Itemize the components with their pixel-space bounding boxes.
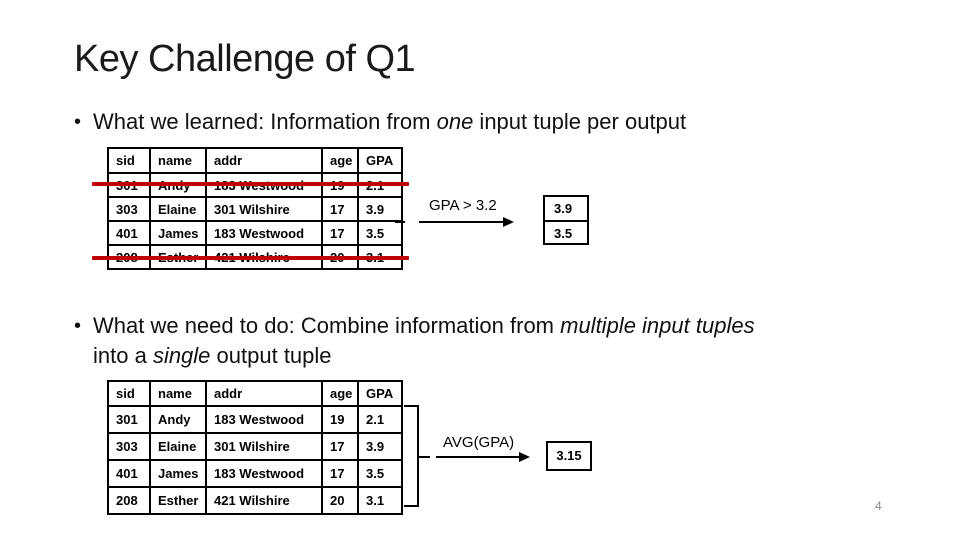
table-cell: Elaine [149, 432, 207, 461]
bullet-text-italic: single [152, 343, 211, 368]
table-cell: 303 [107, 196, 151, 222]
bullet-text-segment: What we need to do: Combine information … [93, 313, 561, 338]
bullet-text-segment: into a [93, 343, 153, 368]
table-cell: Andy [149, 405, 207, 434]
bullet-text-segment: input tuple per output [473, 109, 687, 134]
bullet-line-1: What we need to do: Combine information … [93, 311, 944, 341]
selection-condition-label: GPA > 3.2 [429, 197, 497, 214]
table-cell: 19 [321, 405, 359, 434]
aggregation-result-box: 3.15 [546, 441, 592, 471]
bullet-text-italic: one [436, 109, 474, 134]
table-cell: 3.5 [357, 459, 403, 488]
table-cell: 401 [107, 459, 151, 488]
table-cell: 17 [321, 459, 359, 488]
table-cell: 3.1 [357, 486, 403, 515]
table-cell: 20 [321, 486, 359, 515]
column-header: sid [107, 147, 151, 174]
table-cell: 301 Wilshire [205, 432, 323, 461]
column-header: age [321, 380, 359, 407]
bullet-marker: • [74, 315, 82, 337]
aggregation-brace-arrow [404, 405, 530, 507]
selection-arrow [395, 217, 514, 227]
column-header: age [321, 147, 359, 174]
bullet-what-we-learned: • What we learned: Information from one … [74, 107, 934, 137]
column-header: GPA [357, 147, 403, 174]
table-cell: 303 [107, 432, 151, 461]
table-cell: 183 Westwood [205, 405, 323, 434]
page-number: 4 [875, 499, 882, 513]
table-cell: 3.9 [357, 196, 403, 222]
table-cell: 301 Wilshire [205, 196, 323, 222]
table-cell: 17 [321, 220, 359, 246]
column-header: GPA [357, 380, 403, 407]
table-cell: 17 [321, 196, 359, 222]
table-cell: 3.5 [357, 220, 403, 246]
column-header: name [149, 380, 207, 407]
bullet-text: What we learned: Information from one in… [74, 107, 934, 137]
strikethrough-row-andy [92, 182, 409, 186]
result-cell: 3.5 [545, 220, 587, 243]
table-cell: 3.9 [357, 432, 403, 461]
table-cell: James [149, 459, 207, 488]
table-cell: 421 Wilshire [205, 486, 323, 515]
table-cell: 183 Westwood [205, 459, 323, 488]
column-header: sid [107, 380, 151, 407]
table-cell: 208 [107, 486, 151, 515]
table-cell: 301 [107, 405, 151, 434]
table-cell: Esther [149, 486, 207, 515]
aggregation-function-label: AVG(GPA) [443, 434, 515, 451]
column-header: name [149, 147, 207, 174]
bullet-text-italic: multiple input tuples [560, 313, 755, 338]
bullet-line-2: into a single output tuple [93, 341, 944, 371]
bullet-text-segment: What we learned: Information from [93, 109, 437, 134]
bullet-marker: • [74, 111, 82, 133]
bullet-text: What we need to do: Combine information … [74, 311, 944, 371]
table-cell: James [149, 220, 207, 246]
table-cell: Elaine [149, 196, 207, 222]
strikethrough-row-esther [92, 256, 409, 260]
table-cell: 17 [321, 432, 359, 461]
column-header: addr [205, 147, 323, 174]
result-cell: 3.9 [554, 201, 573, 216]
column-header: addr [205, 380, 323, 407]
bullet-text-segment: output tuple [210, 343, 332, 368]
table-cell: 183 Westwood [205, 220, 323, 246]
selection-result-table: 3.9 3.5 [543, 195, 589, 245]
table-cell: 401 [107, 220, 151, 246]
bullet-what-we-need: • What we need to do: Combine informatio… [74, 311, 944, 371]
table-cell: 2.1 [357, 405, 403, 434]
page-title: Key Challenge of Q1 [74, 38, 416, 80]
